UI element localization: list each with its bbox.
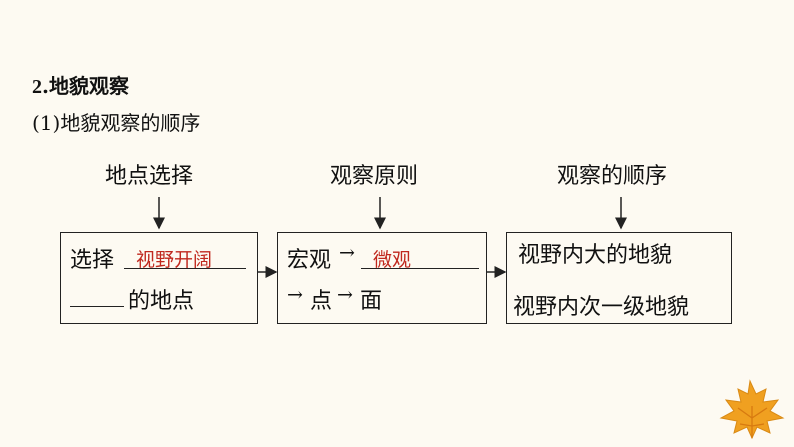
box3-line2: 视野内次一级地貌	[513, 295, 690, 320]
box1-answer: 视野开阔	[136, 249, 213, 271]
box2-arrow-2: →	[287, 284, 303, 306]
box2-answer: 微观	[373, 249, 412, 271]
box-order	[506, 232, 732, 324]
box2-surface: 面	[360, 289, 383, 314]
box-principle	[277, 232, 487, 324]
maple-leaf-icon	[719, 379, 785, 440]
subsection-heading: (1)地貌观察的顺序	[32, 111, 201, 135]
box2-blank	[361, 268, 479, 269]
box3-line1: 视野内大的地貌	[518, 243, 673, 268]
box1-suffix: 的地点	[128, 289, 195, 314]
section-heading: 2.地貌观察	[32, 74, 129, 98]
column-label-order: 观察的顺序	[557, 164, 668, 189]
box1-prefix: 选择	[70, 248, 115, 273]
box2-arrow-1: →	[339, 242, 355, 264]
box2-arrow-3: →	[337, 284, 353, 306]
box-location	[60, 232, 258, 324]
box1-blank-2	[70, 306, 124, 307]
box2-point: 点	[310, 289, 333, 314]
box1-blank-1	[124, 268, 246, 269]
column-label-location: 地点选择	[105, 164, 194, 189]
box2-prefix: 宏观	[287, 248, 332, 273]
column-label-principle: 观察原则	[330, 164, 419, 189]
